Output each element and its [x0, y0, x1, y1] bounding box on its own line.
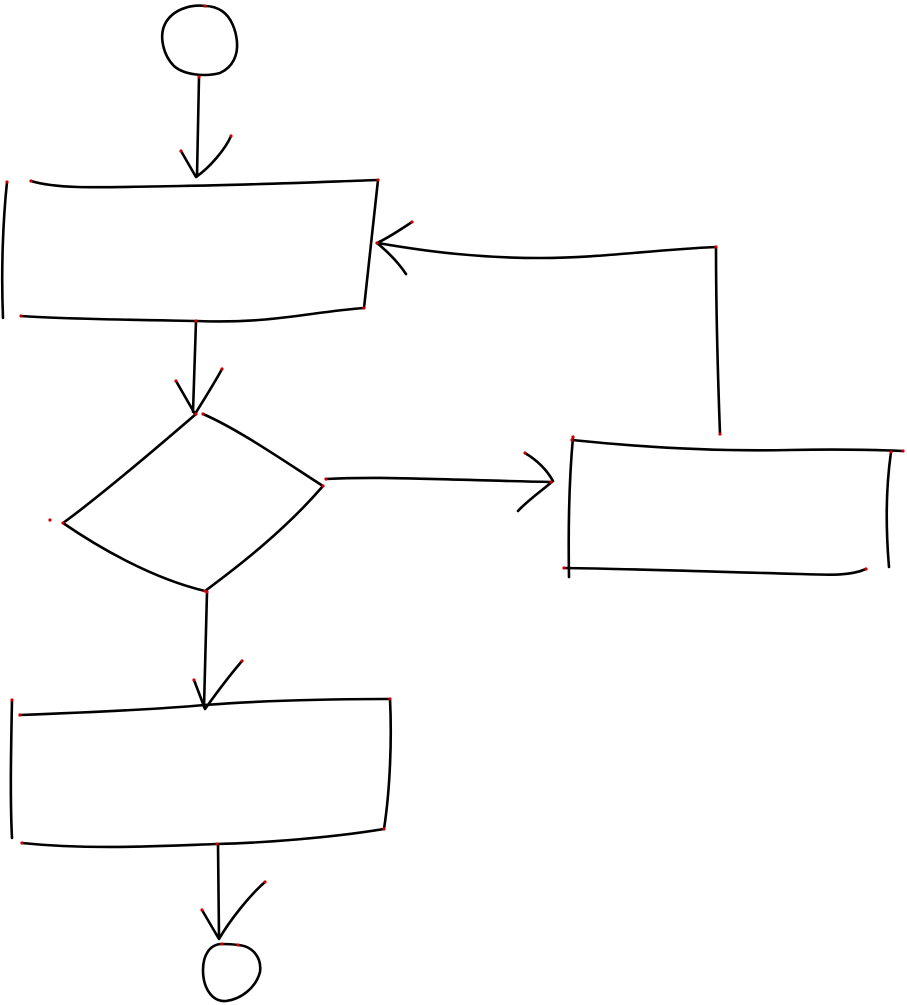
arrowhead-decision-to-process-2	[192, 659, 244, 711]
endpoint-marks-layer	[5, 4, 905, 947]
process-1-left	[0, 180, 9, 320]
process-2-right	[382, 697, 393, 831]
endpoint-mark	[382, 827, 386, 831]
endpoint-mark	[29, 179, 33, 183]
endpoint-mark	[20, 841, 24, 845]
edge-decision-to-process-2	[202, 590, 209, 709]
endpoint-mark	[375, 241, 379, 245]
edge-process-side-loop-left	[376, 241, 718, 260]
process-2-top	[18, 697, 392, 717]
endpoint-mark	[549, 480, 553, 484]
endpoint-mark	[205, 590, 209, 594]
arrowhead-start-to-process-1	[179, 134, 233, 179]
process-side-top	[570, 438, 905, 453]
arrowhead-decision-to-process-side	[516, 451, 555, 513]
end-node-circle	[201, 942, 262, 1003]
endpoint-mark	[220, 942, 224, 946]
start-node-circle	[161, 4, 239, 77]
process-side-left	[567, 435, 575, 579]
process-2-left	[9, 698, 14, 840]
endpoint-mark	[718, 432, 722, 436]
process-side-bottom	[562, 566, 868, 577]
endpoint-mark	[18, 713, 22, 717]
edge-process-side-loop-up	[714, 245, 722, 436]
endpoint-mark	[48, 518, 52, 522]
endpoint-mark	[376, 178, 380, 182]
endpoint-mark	[388, 697, 392, 701]
endpoint-mark	[201, 412, 205, 416]
endpoint-mark	[240, 659, 244, 663]
arrowhead-process-2-to-end	[200, 880, 267, 941]
endpoint-mark	[864, 567, 868, 571]
endpoint-mark	[203, 4, 207, 8]
endpoint-mark	[889, 450, 893, 454]
endpoint-mark	[194, 412, 198, 416]
ink-layer	[0, 4, 905, 1003]
edge-process-2-to-end	[216, 842, 221, 939]
endpoint-mark	[5, 180, 9, 184]
endpoint-mark	[192, 678, 196, 682]
endpoint-mark	[174, 379, 178, 383]
endpoint-mark	[197, 75, 201, 79]
process-1-bottom	[19, 306, 366, 323]
endpoint-mark	[220, 367, 224, 371]
endpoint-mark	[410, 220, 414, 224]
endpoint-mark	[901, 449, 905, 453]
process-2-bottom	[20, 827, 386, 849]
endpoint-mark	[324, 477, 328, 481]
process-1-top	[29, 178, 380, 189]
endpoint-mark	[194, 319, 198, 323]
endpoint-mark	[263, 880, 267, 884]
endpoint-mark	[714, 245, 718, 249]
endpoint-mark	[200, 908, 204, 912]
endpoint-mark	[229, 134, 233, 138]
edge-decision-to-process-side	[324, 476, 553, 484]
endpoint-mark	[19, 314, 23, 318]
endpoint-mark	[523, 451, 527, 455]
endpoint-mark	[215, 842, 219, 846]
endpoint-mark	[10, 698, 14, 702]
edge-process-1-to-decision	[191, 319, 198, 414]
process-side-right	[885, 450, 893, 569]
decision-diamond	[61, 412, 325, 593]
process-1-right	[362, 178, 380, 310]
endpoint-mark	[570, 438, 574, 442]
edge-start-to-process-1	[195, 75, 201, 178]
endpoint-mark	[61, 521, 65, 525]
endpoint-mark	[236, 943, 240, 947]
endpoint-mark	[179, 149, 183, 153]
endpoint-mark	[571, 435, 575, 439]
endpoint-mark	[562, 566, 566, 570]
endpoint-mark	[362, 306, 366, 310]
arrowhead-process-1-to-decision	[174, 367, 224, 416]
endpoint-mark	[321, 484, 325, 488]
